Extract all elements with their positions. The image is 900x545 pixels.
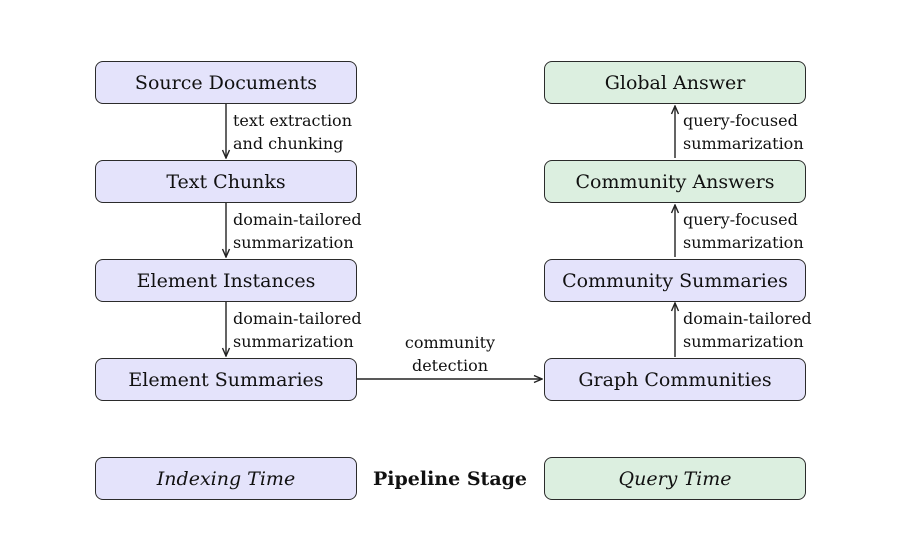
node-text-chunks: Text Chunks <box>95 160 357 203</box>
edge-label-domain-tailored-1: domain-tailored summarization <box>233 210 362 252</box>
edge-label-domain-tailored-3: domain-tailored summarization <box>683 309 812 351</box>
node-label: Source Documents <box>134 71 318 94</box>
node-graph-communities: Graph Communities <box>544 358 806 401</box>
node-label: Community Summaries <box>562 269 788 292</box>
node-label: Element Instances <box>136 269 316 292</box>
legend-query-time: Query Time <box>544 457 806 500</box>
legend-indexing-time: Indexing Time <box>95 457 357 500</box>
node-community-answers: Community Answers <box>544 160 806 203</box>
legend-title: Pipeline Stage <box>372 468 527 490</box>
node-source-documents: Source Documents <box>95 61 357 104</box>
node-label: Text Chunks <box>166 170 286 193</box>
edge-label-domain-tailored-2: domain-tailored summarization <box>233 309 362 351</box>
edge-label-query-focused-1: query-focused summarization <box>683 210 804 252</box>
node-label: Graph Communities <box>578 368 772 391</box>
node-label: Global Answer <box>604 71 746 94</box>
node-global-answer: Global Answer <box>544 61 806 104</box>
node-community-summaries: Community Summaries <box>544 259 806 302</box>
node-element-instances: Element Instances <box>95 259 357 302</box>
legend-label: Indexing Time <box>156 467 296 490</box>
edge-label-query-focused-2: query-focused summarization <box>683 111 804 153</box>
edge-label-text-extraction: text extraction and chunking <box>233 111 352 153</box>
edge-label-community-detection: community detection <box>404 333 496 375</box>
node-label: Community Answers <box>575 170 775 193</box>
node-label: Element Summaries <box>128 368 324 391</box>
legend-label: Query Time <box>618 467 732 490</box>
node-element-summaries: Element Summaries <box>95 358 357 401</box>
